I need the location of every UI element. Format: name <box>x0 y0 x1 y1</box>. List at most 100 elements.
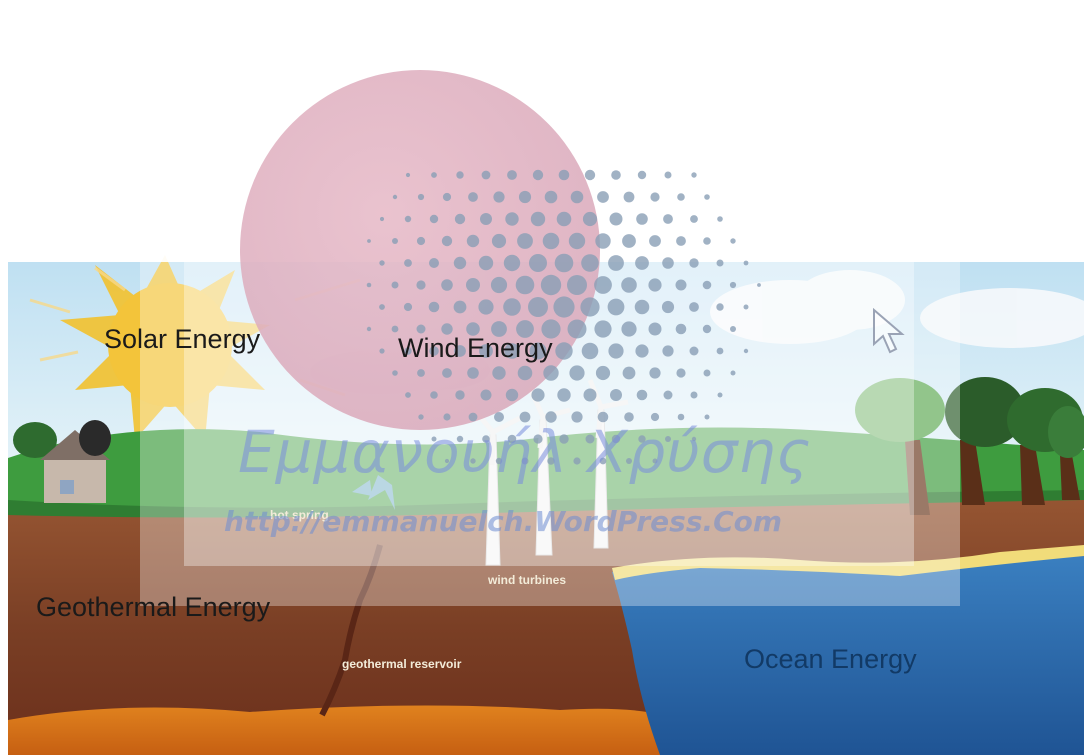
watermark-url: http://emmanuelch.WordPress.Com <box>224 505 783 538</box>
halftone-dot <box>466 322 480 336</box>
halftone-dot <box>532 169 544 181</box>
halftone-dot <box>466 278 480 292</box>
halftone-dot <box>716 347 724 355</box>
halftone-dot <box>623 191 635 203</box>
halftone-dot <box>391 325 399 333</box>
halftone-dot <box>690 391 698 399</box>
halftone-dot <box>507 434 517 444</box>
halftone-dot <box>662 257 674 269</box>
halftone-dot <box>478 255 494 271</box>
halftone-dot <box>491 321 507 337</box>
halftone-dot <box>379 304 385 310</box>
halftone-dot <box>480 213 492 225</box>
label-ocean-energy: Ocean Energy <box>744 644 917 674</box>
halftone-dot <box>743 304 749 310</box>
halftone-dot <box>743 348 749 354</box>
trees <box>855 377 1084 515</box>
watermark-name: Εμμανουήλ Χρύσης <box>238 418 812 486</box>
halftone-dot <box>392 370 398 376</box>
halftone-dot <box>665 436 671 442</box>
halftone-dot <box>455 390 465 400</box>
halftone-dot <box>730 370 736 376</box>
halftone-dot <box>391 281 399 289</box>
halftone-dot <box>533 434 543 444</box>
halftone-dot <box>379 348 385 354</box>
halftone-dot <box>661 300 675 314</box>
halftone-dot <box>581 342 599 360</box>
halftone-dot <box>730 326 736 332</box>
halftone-dot <box>454 345 466 357</box>
halftone-dot <box>567 275 587 295</box>
halftone-dot <box>515 275 535 295</box>
halftone-dot <box>555 342 573 360</box>
halftone-dot <box>366 282 372 288</box>
halftone-dot <box>649 235 661 247</box>
halftone-dot <box>481 170 491 180</box>
halftone-dot <box>717 216 723 222</box>
halftone-dot <box>608 343 624 359</box>
halftone-dot <box>540 274 562 296</box>
halftone-dot <box>690 215 698 223</box>
halftone-dot <box>405 172 411 178</box>
halftone-dot <box>637 170 647 180</box>
halftone-dot <box>542 232 560 250</box>
halftone-dot <box>648 322 662 336</box>
halftone-dot <box>702 280 712 290</box>
label-solar-energy: Solar Energy <box>104 324 261 354</box>
halftone-dot <box>480 389 492 401</box>
halftone-dot <box>702 324 712 334</box>
halftone-dot <box>544 190 558 204</box>
halftone-dot <box>482 435 490 443</box>
halftone-dot <box>691 436 697 442</box>
halftone-dot <box>652 458 658 464</box>
halftone-dot <box>703 369 711 377</box>
halftone-dot <box>676 236 686 246</box>
halftone-dot <box>442 192 452 202</box>
hot-spring-steam <box>352 475 395 510</box>
halftone-dot <box>677 413 685 421</box>
halftone-dot <box>567 319 587 339</box>
halftone-dot <box>521 457 529 465</box>
halftone-dot <box>490 276 508 294</box>
halftone-dot <box>478 299 494 315</box>
halftone-dot <box>516 320 534 338</box>
halftone-dot <box>635 344 649 358</box>
label-geothermal-reservoir: geothermal reservoir <box>342 657 462 671</box>
halftone-dot <box>405 392 411 398</box>
halftone-dot <box>691 172 697 178</box>
halftone-dot <box>505 212 519 226</box>
halftone-dot <box>611 170 621 180</box>
halftone-dot <box>479 344 493 358</box>
halftone-dot <box>648 278 662 292</box>
halftone-dot <box>494 412 504 422</box>
halftone-dot <box>664 171 672 179</box>
label-wind-turbines: wind turbines <box>488 573 566 587</box>
halftone-dot <box>743 260 749 266</box>
halftone-dot <box>466 234 480 248</box>
halftone-dot <box>717 392 723 398</box>
halftone-dot <box>558 169 570 181</box>
halftone-dot <box>507 170 517 180</box>
halftone-dot <box>608 255 624 271</box>
halftone-dot <box>677 193 685 201</box>
halftone-dot <box>530 211 546 227</box>
wind-turbines <box>468 379 629 566</box>
halftone-dot <box>583 388 597 402</box>
halftone-dot <box>403 302 413 312</box>
sun <box>60 255 270 440</box>
halftone-dot <box>757 283 761 287</box>
halftone-dot <box>367 239 371 243</box>
halftone-dot <box>607 298 625 316</box>
halftone-dot <box>492 366 506 380</box>
house <box>13 420 111 503</box>
halftone-dot <box>626 458 632 464</box>
halftone-dot <box>505 388 519 402</box>
halftone-dot <box>468 192 478 202</box>
halftone-dot <box>703 237 711 245</box>
halftone-dot <box>663 214 673 224</box>
halftone-dot <box>609 212 623 226</box>
halftone-dot <box>531 388 545 402</box>
halftone-dot <box>491 233 507 249</box>
ocean <box>612 556 1084 755</box>
